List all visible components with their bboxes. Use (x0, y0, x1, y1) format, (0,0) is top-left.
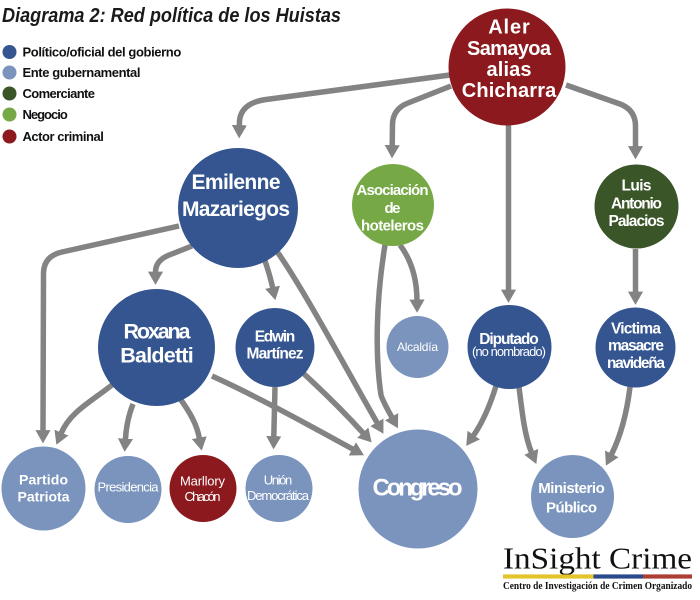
svg-text:Centro de Investigación de Cri: Centro de Investigación de Crimen Organi… (503, 581, 692, 592)
svg-text:Actor criminal: Actor criminal (23, 129, 104, 144)
svg-text:(no nombrado): (no nombrado) (472, 344, 546, 359)
svg-text:Comerciante: Comerciante (23, 86, 96, 101)
svg-text:Diputado: Diputado (479, 331, 539, 348)
svg-text:Presidencia: Presidencia (98, 480, 160, 495)
svg-text:Congreso: Congreso (373, 475, 463, 502)
svg-text:Político/oficial del gobierno: Político/oficial del gobierno (23, 45, 182, 60)
svg-text:Negocio: Negocio (23, 107, 68, 122)
svg-text:Alcaldía: Alcaldía (397, 340, 438, 354)
svg-text:Ente gubernamental: Ente gubernamental (23, 65, 141, 80)
svg-text:Diagrama 2: Red política de lo: Diagrama 2: Red política de los Huistas (2, 4, 341, 27)
svg-text:InSight Crime: InSight Crime (503, 541, 692, 575)
